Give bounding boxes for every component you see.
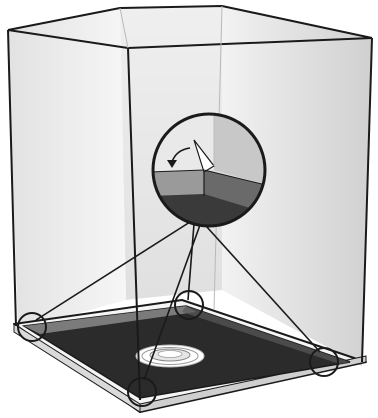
left-wall [8, 8, 126, 330]
drain [136, 345, 204, 367]
